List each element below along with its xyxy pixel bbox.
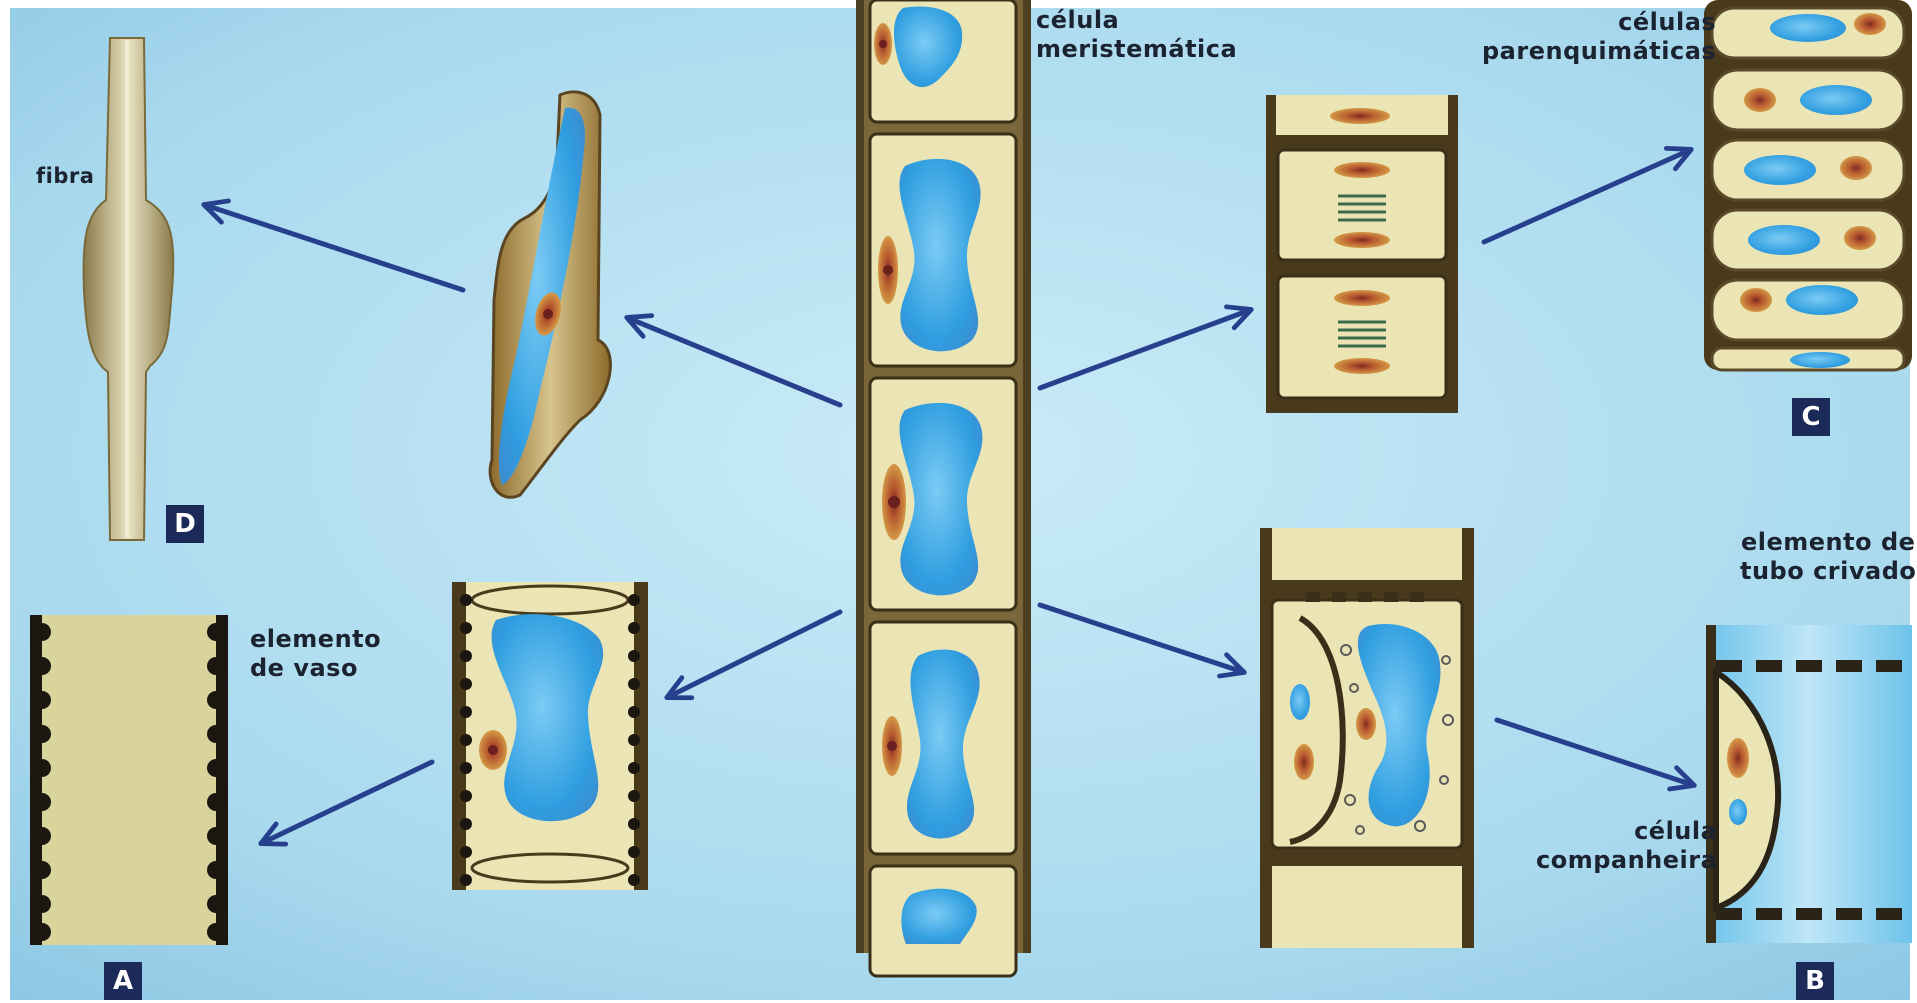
meristematic-cell [870, 134, 1016, 366]
meristematic-cell [870, 622, 1016, 854]
meristematic-cell [870, 0, 1016, 122]
meristematic-cell [870, 866, 1016, 976]
vessel-element [30, 615, 228, 945]
badge-d: D [166, 505, 204, 543]
differentiating-vessel-cell [452, 582, 648, 890]
companion-cell-label: célula companheira [1536, 817, 1717, 875]
differentiating-phloem-cells [1260, 528, 1474, 948]
parenchyma-cells-label: células parenquimáticas [1482, 8, 1716, 66]
vessel-element-label: elemento de vaso [250, 625, 381, 683]
meristematic-cell-label: célula meristemática [1036, 6, 1237, 64]
parenchyma-cells [1704, 0, 1912, 370]
meristematic-cell-column [856, 0, 1031, 976]
sieve-tube-element-label: elemento de tubo crivado [1740, 528, 1916, 586]
badge-b: B [1796, 962, 1834, 1000]
fiber-label: fibra [36, 162, 94, 191]
badge-a: A [104, 962, 142, 1000]
meristematic-cell [870, 378, 1016, 610]
sieve-tube-element [1706, 625, 1912, 943]
dividing-parenchyma-cells [1266, 95, 1458, 413]
badge-c: C [1792, 398, 1830, 436]
